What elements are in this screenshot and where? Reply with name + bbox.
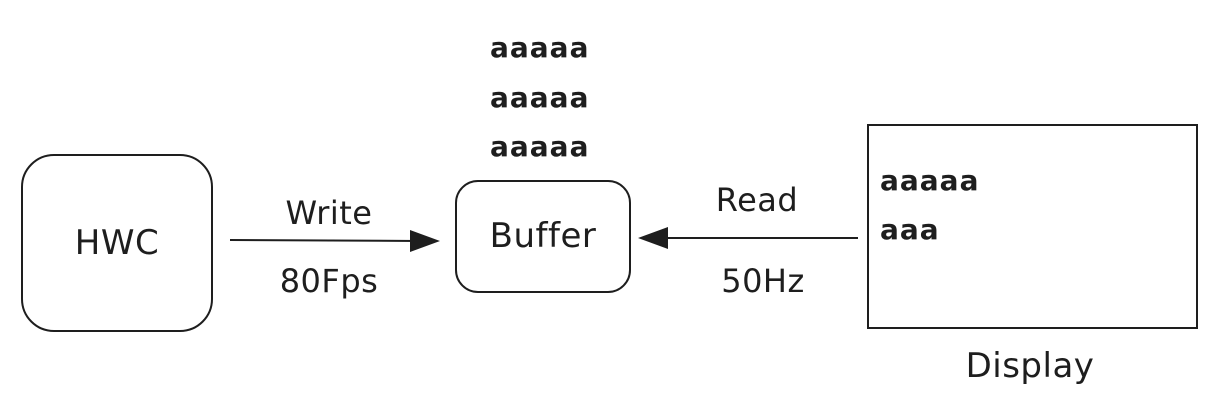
- buffer-node-box: [455, 180, 631, 293]
- buffer-content-line: aaaaa: [490, 81, 590, 114]
- buffer-node-label: Buffer: [489, 216, 597, 256]
- write-arrow: [229, 239, 421, 242]
- hwc-node-box: [21, 154, 213, 332]
- display-content-line: aaaaa: [880, 164, 980, 197]
- hwc-node-label: HWC: [74, 223, 160, 263]
- read-edge-rate: 50Hz: [721, 262, 805, 300]
- write-edge-label: Write: [285, 194, 373, 232]
- display-node-label: Display: [965, 346, 1095, 386]
- buffer-content-line: aaaaa: [490, 130, 590, 163]
- read-edge-label: Read: [715, 181, 799, 219]
- write-arrowhead: [410, 230, 440, 252]
- write-edge-rate: 80Fps: [279, 262, 379, 300]
- read-arrowhead: [638, 227, 668, 249]
- buffer-content-line: aaaaa: [490, 31, 590, 64]
- display-node-box: [867, 124, 1198, 329]
- display-content-line: aaa: [880, 213, 940, 246]
